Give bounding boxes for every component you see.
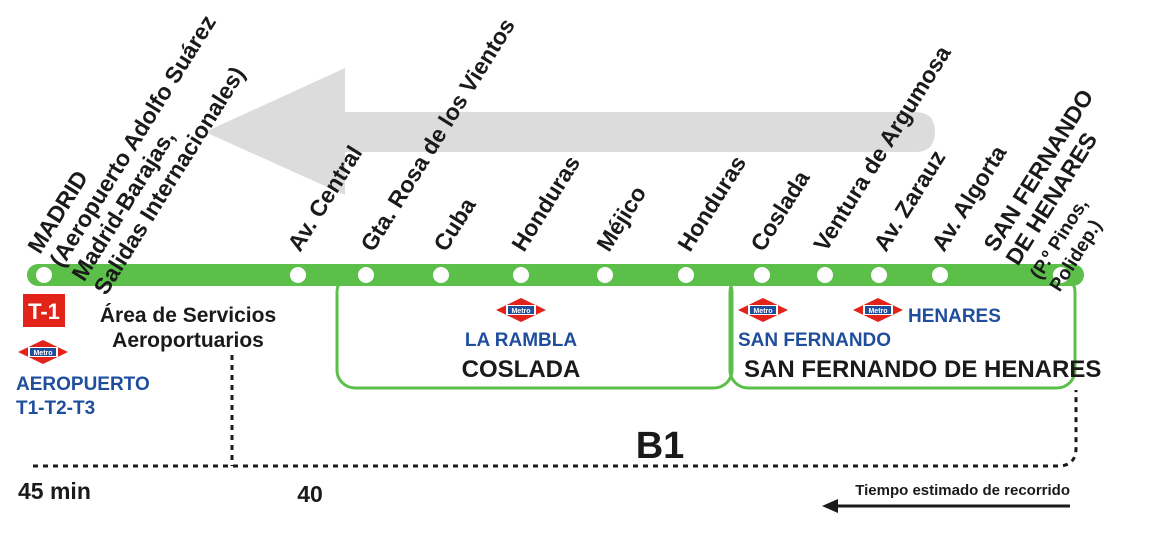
stop-label: Honduras <box>506 151 585 256</box>
route-line <box>27 264 1084 286</box>
stop-dot <box>817 267 833 283</box>
stop-dot <box>513 267 529 283</box>
stop-label: Méjico <box>591 181 651 255</box>
stop-dot <box>36 267 52 283</box>
legend-label: Tiempo estimado de recorrido <box>855 482 1070 499</box>
stop-label-san-fernando: SAN FERNANDO DE HENARES (P.º Pinos, Poli… <box>978 81 1156 295</box>
stop-dot <box>358 267 374 283</box>
terminal-badge <box>23 294 65 327</box>
service-area-line1: Área de Servicios <box>100 304 276 327</box>
time-second: 40 <box>297 481 323 507</box>
stop-label: Cuba <box>428 193 481 256</box>
stop-dot <box>754 267 770 283</box>
metro-logo: Metro <box>853 298 903 322</box>
svg-text:Metro: Metro <box>33 350 52 357</box>
arrow-left-icon <box>822 499 838 513</box>
metro-station-henares: HENARES <box>908 306 1001 327</box>
zone-name-san-fernando: SAN FERNANDO DE HENARES <box>744 356 1101 383</box>
stop-label: Coslada <box>745 166 815 256</box>
metro-station-la-rambla: LA RAMBLA <box>465 330 577 351</box>
svg-text:Metro: Metro <box>753 308 772 315</box>
service-area-line2: Aeroportuarios <box>112 329 264 352</box>
stop-dot <box>932 267 948 283</box>
stop-dots <box>36 267 1069 283</box>
stop-dot <box>597 267 613 283</box>
metro-station-san-fernando: SAN FERNANDO <box>738 330 891 351</box>
stop-label-madrid: MADRID (Aeropuerto Adolfo Suárez Madrid-… <box>22 0 267 299</box>
terminal-badge-label: T-1 <box>28 299 60 324</box>
zone-coslada: Metro LA RAMBLA COSLADA <box>462 298 581 383</box>
airport-info: T-1 Metro AEROPUERTO T1-T2-T3 Área de Se… <box>16 294 276 419</box>
time-first: 45 min <box>18 478 91 504</box>
svg-text:Metro: Metro <box>511 308 530 315</box>
stop-dot <box>1053 267 1069 283</box>
stop-dot <box>433 267 449 283</box>
svg-text:Metro: Metro <box>868 308 887 315</box>
airport-station-line1: AEROPUERTO <box>16 374 150 395</box>
stop-dot <box>871 267 887 283</box>
stop-dot <box>678 267 694 283</box>
airport-station-line2: T1-T2-T3 <box>16 398 95 419</box>
stop-dot <box>290 267 306 283</box>
travel-time-timeline <box>33 355 1078 468</box>
stop-label: Honduras <box>672 151 751 256</box>
zone-name-coslada: COSLADA <box>462 356 581 383</box>
metro-logo: Metro <box>18 340 68 364</box>
direction-arrow <box>205 68 935 195</box>
line-code: B1 <box>636 425 685 467</box>
metro-logo: Metro <box>496 298 546 322</box>
metro-logo: Metro <box>738 298 788 322</box>
travel-time-legend: Tiempo estimado de recorrido <box>822 482 1070 513</box>
zone-san-fernando: Metro Metro SAN FERNANDO HENARES SAN FER… <box>738 298 1101 383</box>
